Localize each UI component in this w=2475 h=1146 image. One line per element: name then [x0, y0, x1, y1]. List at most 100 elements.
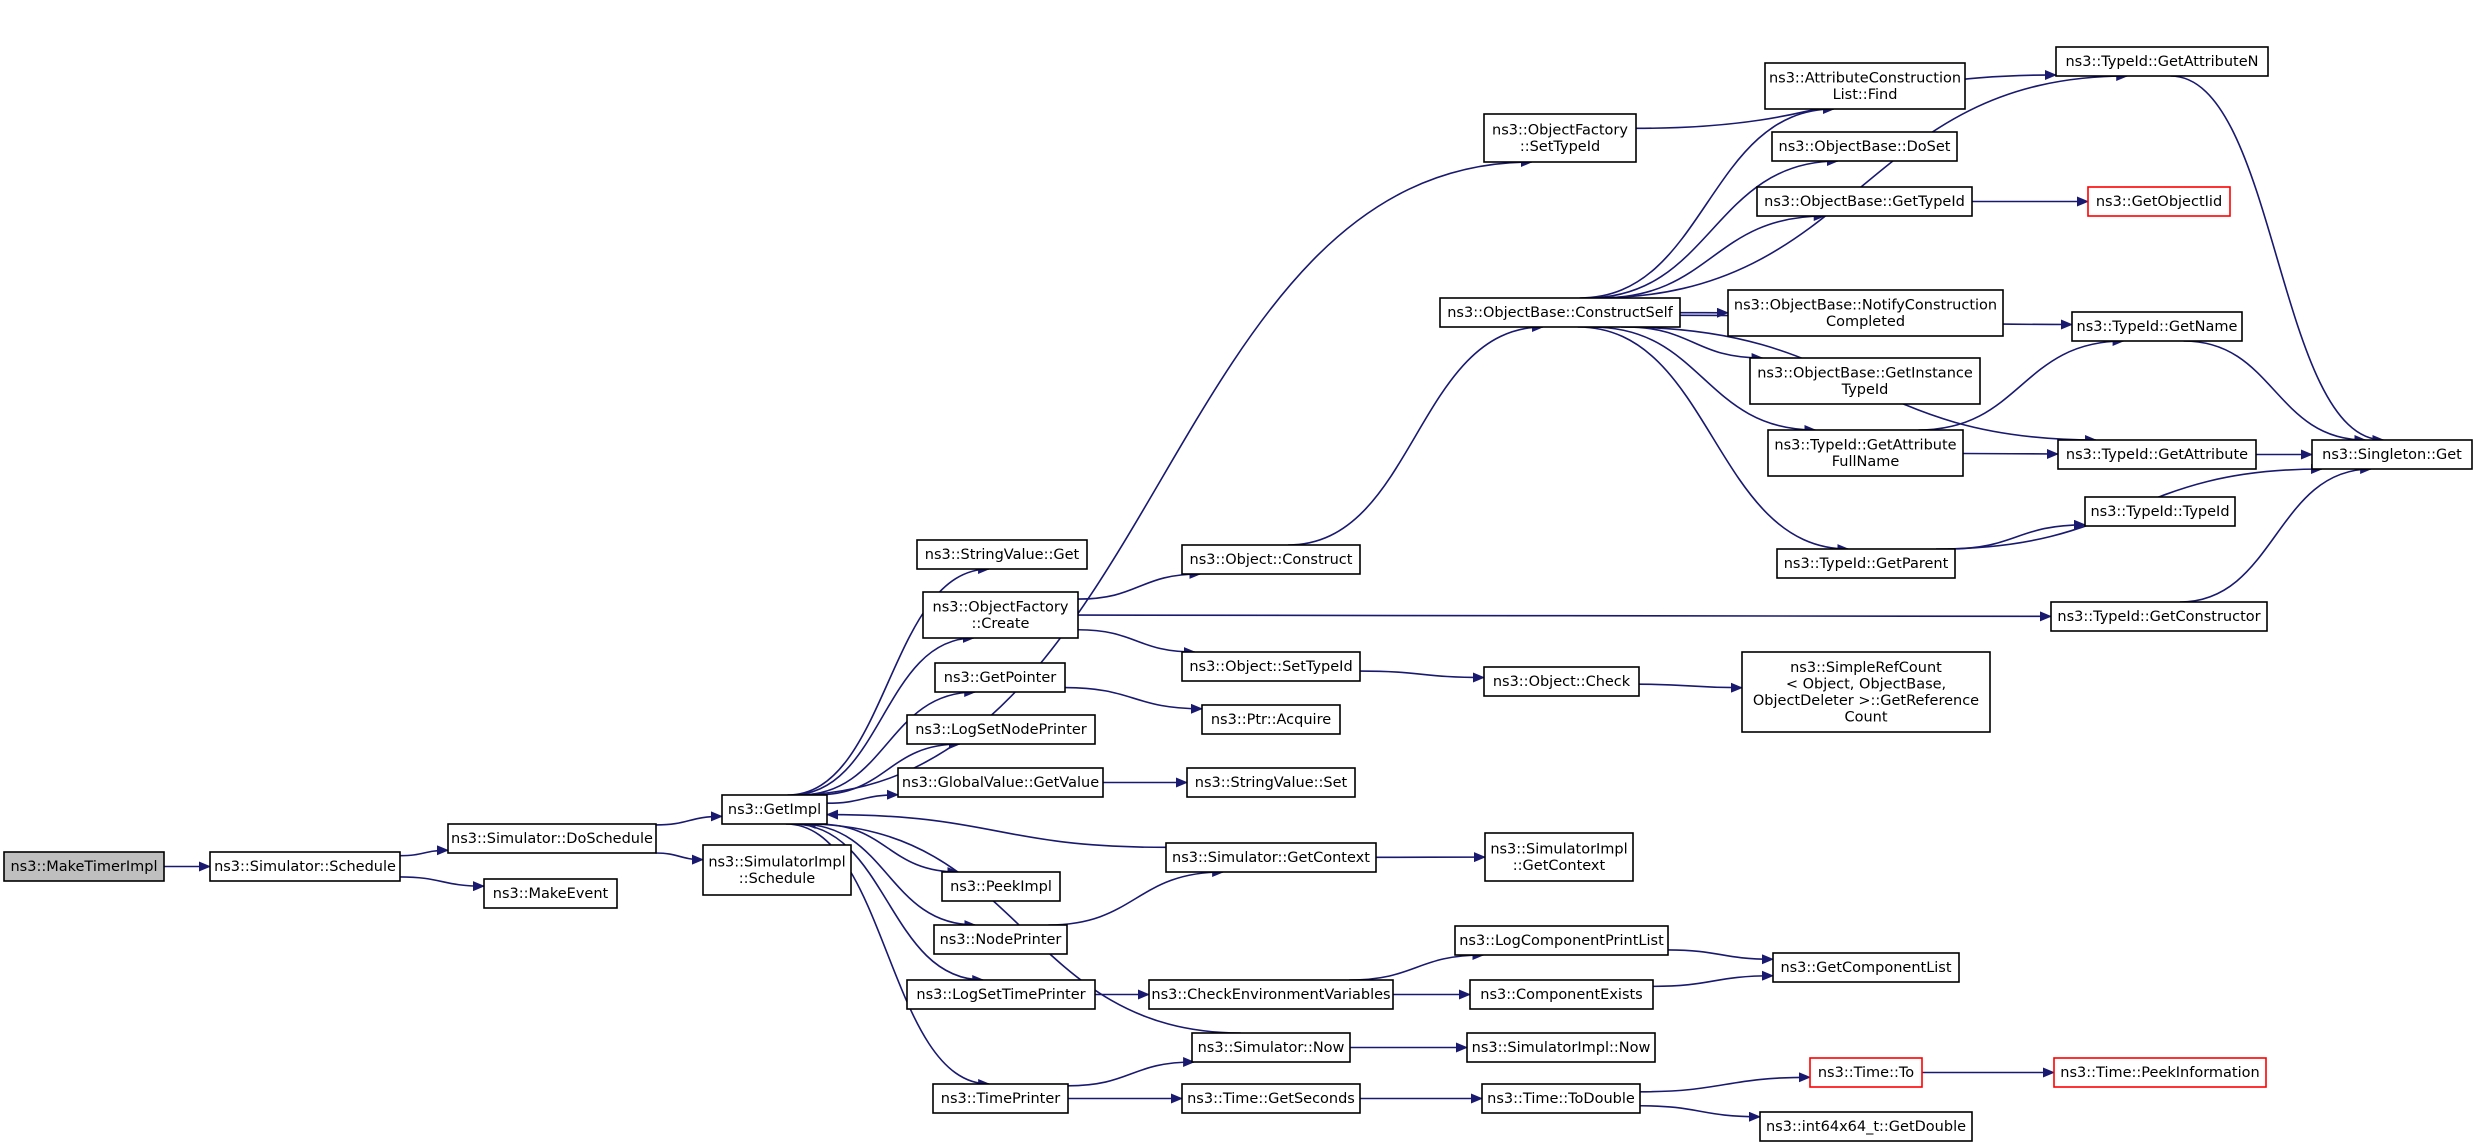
- node-object-settypeid[interactable]: ns3::Object::SetTypeId: [1181, 651, 1361, 682]
- node-stringvalue-set[interactable]: ns3::StringValue::Set: [1186, 767, 1356, 798]
- node-box-objectfactory-settypeid[interactable]: [1483, 113, 1637, 163]
- node-box-getobjectiid[interactable]: [2087, 186, 2231, 217]
- node-box-time-to[interactable]: [1809, 1057, 1923, 1088]
- node-box-simulator-now[interactable]: [1191, 1032, 1351, 1063]
- node-box-logsettimeprinter[interactable]: [906, 979, 1096, 1010]
- node-ptr-acquire[interactable]: ns3::Ptr::Acquire: [1201, 704, 1341, 735]
- node-getcomponentlist[interactable]: ns3::GetComponentList: [1772, 952, 1960, 983]
- node-getpointer[interactable]: ns3::GetPointer: [934, 662, 1066, 693]
- node-logsetnodeprinter[interactable]: ns3::LogSetNodePrinter: [906, 714, 1096, 745]
- node-componentexists[interactable]: ns3::ComponentExists: [1469, 979, 1654, 1010]
- node-box-typeid-getparent[interactable]: [1776, 548, 1956, 579]
- node-box-object-construct[interactable]: [1181, 544, 1361, 575]
- node-typeid-getparent[interactable]: ns3::TypeId::GetParent: [1776, 548, 1956, 579]
- node-box-checkenvironmentvariables[interactable]: [1148, 979, 1394, 1010]
- node-box-stringvalue-get[interactable]: [916, 539, 1088, 570]
- node-typeid-getname[interactable]: ns3::TypeId::GetName: [2071, 311, 2243, 342]
- node-box-objectbase-constructself[interactable]: [1439, 297, 1681, 328]
- node-box-maketimerimpl[interactable]: [3, 851, 165, 882]
- node-box-simulatorimpl-now[interactable]: [1466, 1032, 1656, 1063]
- node-objectfactory-create[interactable]: ns3::ObjectFactory::Create: [922, 591, 1079, 639]
- node-box-simulatorimpl-schedule[interactable]: [702, 844, 852, 896]
- node-singleton-get[interactable]: ns3::Singleton::Get: [2311, 439, 2473, 470]
- node-box-singleton-get[interactable]: [2311, 439, 2473, 470]
- node-box-logcomponentprintlist[interactable]: [1454, 925, 1669, 956]
- node-box-objectbase-getinstancetypeid[interactable]: [1749, 357, 1981, 405]
- node-time-todouble[interactable]: ns3::Time::ToDouble: [1481, 1083, 1641, 1114]
- node-getimpl[interactable]: ns3::GetImpl: [721, 794, 828, 825]
- node-objectbase-constructself[interactable]: ns3::ObjectBase::ConstructSelf: [1439, 297, 1681, 328]
- node-box-time-todouble[interactable]: [1481, 1083, 1641, 1114]
- node-box-simulatorimpl-getcontext[interactable]: [1484, 832, 1634, 882]
- node-box-typeid-getconstructor[interactable]: [2050, 601, 2268, 632]
- node-box-objectbase-gettypeid[interactable]: [1756, 186, 1973, 217]
- node-simulatorimpl-now[interactable]: ns3::SimulatorImpl::Now: [1466, 1032, 1656, 1063]
- node-box-componentexists[interactable]: [1469, 979, 1654, 1010]
- node-box-object-check[interactable]: [1483, 666, 1640, 697]
- node-box-int64x64-getdouble[interactable]: [1759, 1111, 1973, 1142]
- node-globalvalue-getvalue[interactable]: ns3::GlobalValue::GetValue: [897, 767, 1104, 798]
- node-box-typeid-typeid[interactable]: [2084, 496, 2236, 527]
- node-typeid-getattributen[interactable]: ns3::TypeId::GetAttributeN: [2055, 46, 2269, 77]
- node-box-getpointer[interactable]: [934, 662, 1066, 693]
- node-box-simulator-schedule[interactable]: [209, 851, 401, 882]
- node-peekimpl[interactable]: ns3::PeekImpl: [941, 871, 1061, 902]
- node-box-objectbase-doset[interactable]: [1771, 131, 1958, 162]
- node-time-getseconds[interactable]: ns3::Time::GetSeconds: [1181, 1083, 1361, 1114]
- node-box-getcomponentlist[interactable]: [1772, 952, 1960, 983]
- node-typeid-getattribute[interactable]: ns3::TypeId::GetAttribute: [2057, 439, 2257, 470]
- node-objectbase-notifyconstructioncompleted[interactable]: ns3::ObjectBase::NotifyConstructionCompl…: [1727, 289, 2004, 337]
- node-box-peekimpl[interactable]: [941, 871, 1061, 902]
- node-box-stringvalue-set[interactable]: [1186, 767, 1356, 798]
- node-box-time-peekinformation[interactable]: [2053, 1057, 2267, 1088]
- node-simulator-schedule[interactable]: ns3::Simulator::Schedule: [209, 851, 401, 882]
- node-box-logsetnodeprinter[interactable]: [906, 714, 1096, 745]
- node-box-typeid-getname[interactable]: [2071, 311, 2243, 342]
- node-getobjectiid[interactable]: ns3::GetObjectIid: [2087, 186, 2231, 217]
- node-simulator-doschedule[interactable]: ns3::Simulator::DoSchedule: [447, 823, 657, 854]
- node-box-timeprinter[interactable]: [932, 1083, 1069, 1114]
- node-objectbase-doset[interactable]: ns3::ObjectBase::DoSet: [1771, 131, 1958, 162]
- node-box-nodeprinter[interactable]: [933, 924, 1068, 955]
- node-simulatorimpl-schedule[interactable]: ns3::SimulatorImpl::Schedule: [702, 844, 852, 896]
- node-box-simulator-doschedule[interactable]: [447, 823, 657, 854]
- node-simplerefcount-getreferencecount[interactable]: ns3::SimpleRefCount< Object, ObjectBase,…: [1741, 651, 1991, 733]
- node-checkenvironmentvariables[interactable]: ns3::CheckEnvironmentVariables: [1148, 979, 1394, 1010]
- node-box-time-getseconds[interactable]: [1181, 1083, 1361, 1114]
- node-simulator-now[interactable]: ns3::Simulator::Now: [1191, 1032, 1351, 1063]
- node-box-object-settypeid[interactable]: [1181, 651, 1361, 682]
- node-box-typeid-getattributen[interactable]: [2055, 46, 2269, 77]
- node-box-objectfactory-create[interactable]: [922, 591, 1079, 639]
- node-time-peekinformation[interactable]: ns3::Time::PeekInformation: [2053, 1057, 2267, 1088]
- node-time-to[interactable]: ns3::Time::To: [1809, 1057, 1923, 1088]
- node-timeprinter[interactable]: ns3::TimePrinter: [932, 1083, 1069, 1114]
- node-int64x64-getdouble[interactable]: ns3::int64x64_t::GetDouble: [1759, 1111, 1973, 1142]
- node-box-getimpl[interactable]: [721, 794, 828, 825]
- node-objectfactory-settypeid[interactable]: ns3::ObjectFactory::SetTypeId: [1483, 113, 1637, 163]
- node-object-construct[interactable]: ns3::Object::Construct: [1181, 544, 1361, 575]
- node-logcomponentprintlist[interactable]: ns3::LogComponentPrintList: [1454, 925, 1669, 956]
- node-nodeprinter[interactable]: ns3::NodePrinter: [933, 924, 1068, 955]
- node-typeid-getconstructor[interactable]: ns3::TypeId::GetConstructor: [2050, 601, 2268, 632]
- node-stringvalue-get[interactable]: ns3::StringValue::Get: [916, 539, 1088, 570]
- node-box-ptr-acquire[interactable]: [1201, 704, 1341, 735]
- node-box-makeevent[interactable]: [483, 878, 618, 909]
- node-typeid-typeid[interactable]: ns3::TypeId::TypeId: [2084, 496, 2236, 527]
- node-makeevent[interactable]: ns3::MakeEvent: [483, 878, 618, 909]
- node-box-simplerefcount-getreferencecount[interactable]: [1741, 651, 1991, 733]
- node-box-attributeconstructionlist-find[interactable]: [1764, 62, 1966, 110]
- node-box-globalvalue-getvalue[interactable]: [897, 767, 1104, 798]
- node-simulator-getcontext[interactable]: ns3::Simulator::GetContext: [1165, 842, 1377, 873]
- node-object-check[interactable]: ns3::Object::Check: [1483, 666, 1640, 697]
- node-box-objectbase-notifyconstructioncompleted[interactable]: [1727, 289, 2004, 337]
- node-simulatorimpl-getcontext[interactable]: ns3::SimulatorImpl::GetContext: [1484, 832, 1634, 882]
- node-objectbase-gettypeid[interactable]: ns3::ObjectBase::GetTypeId: [1756, 186, 1973, 217]
- node-box-typeid-getattribute[interactable]: [2057, 439, 2257, 470]
- node-logsettimeprinter[interactable]: ns3::LogSetTimePrinter: [906, 979, 1096, 1010]
- node-box-typeid-getattributefullname[interactable]: [1767, 429, 1964, 477]
- node-box-simulator-getcontext[interactable]: [1165, 842, 1377, 873]
- node-maketimerimpl[interactable]: ns3::MakeTimerImpl: [3, 851, 165, 882]
